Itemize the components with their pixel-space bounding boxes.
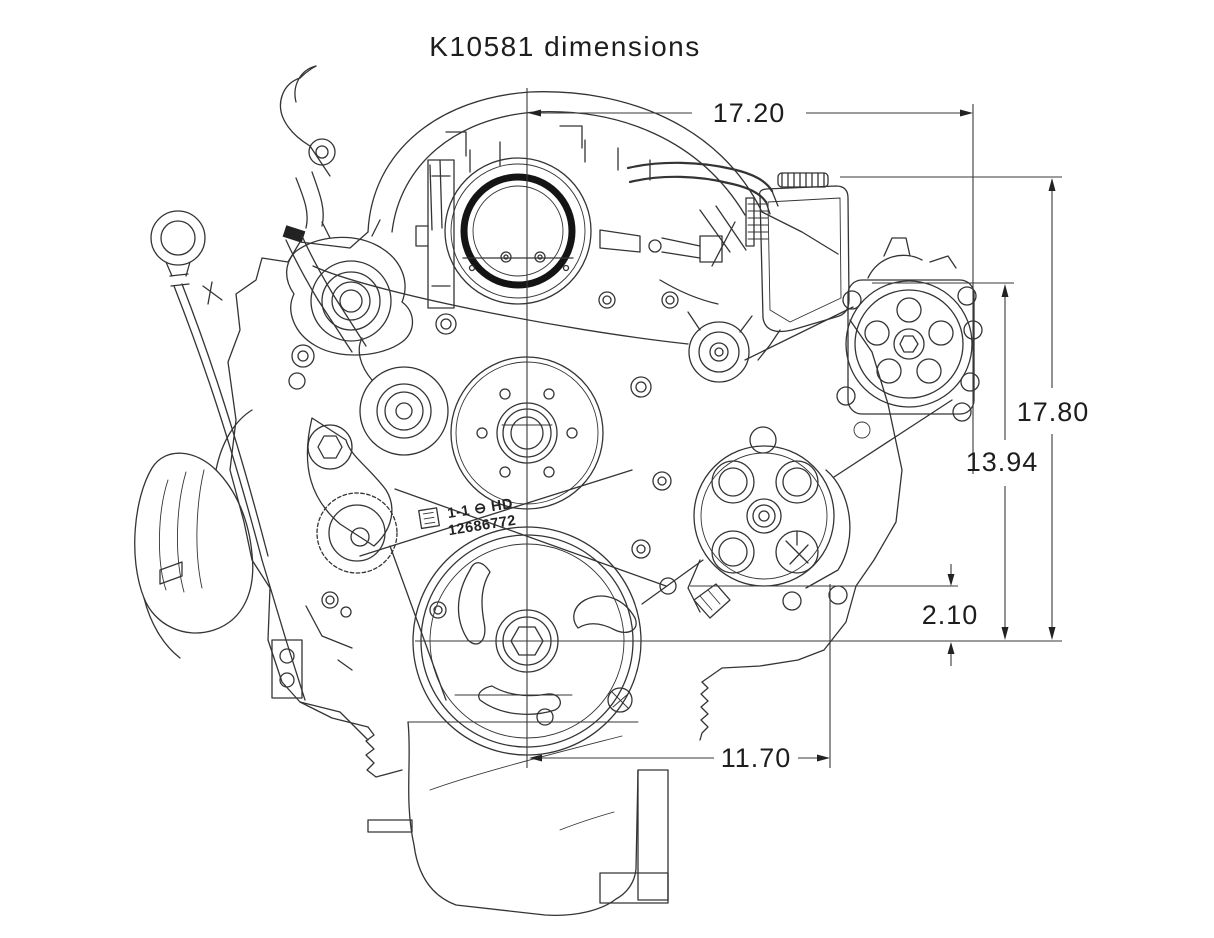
heater-hose bbox=[279, 65, 367, 353]
engine-drawing bbox=[134, 65, 983, 916]
dim-label-overall-height: 17.80 bbox=[1017, 397, 1090, 427]
fuel-rail-details bbox=[599, 205, 747, 309]
dim-label-top-width: 17.20 bbox=[713, 98, 786, 128]
idler-pulley bbox=[358, 337, 449, 456]
dim-overall-height: 17.80 bbox=[840, 176, 1090, 640]
block-right-edge bbox=[699, 211, 903, 741]
ac-compressor bbox=[836, 237, 983, 422]
intake-shroud bbox=[367, 91, 763, 233]
dim-top-width: 17.20 bbox=[528, 98, 974, 474]
dim-label-bottom-width: 11.70 bbox=[721, 743, 792, 773]
dim-compressor-height: 13.94 bbox=[872, 282, 1039, 640]
serpentine-belt bbox=[312, 265, 953, 701]
dipstick bbox=[150, 210, 306, 701]
exhaust-manifold bbox=[134, 409, 254, 659]
oil-pan bbox=[367, 721, 669, 916]
alternator bbox=[285, 219, 414, 390]
dim-label-small-offset: 2.10 bbox=[922, 600, 979, 630]
power-steering-pump bbox=[687, 426, 851, 619]
coolant-tank bbox=[745, 172, 850, 361]
upper-idler-pulley bbox=[687, 311, 753, 383]
dim-bottom-width: 11.70 bbox=[529, 584, 831, 773]
dim-label-compressor-height: 13.94 bbox=[966, 447, 1039, 477]
dim-small-offset: 2.10 bbox=[690, 564, 979, 666]
block-left-edge bbox=[227, 231, 403, 778]
belt-tensioner bbox=[306, 417, 398, 574]
page-title: K10581 dimensions bbox=[429, 31, 700, 62]
throttle-body bbox=[415, 157, 592, 309]
dimension-annotations: 17.20 17.80 13.94 2.10 bbox=[415, 88, 1090, 773]
bolt-heads bbox=[429, 291, 677, 619]
